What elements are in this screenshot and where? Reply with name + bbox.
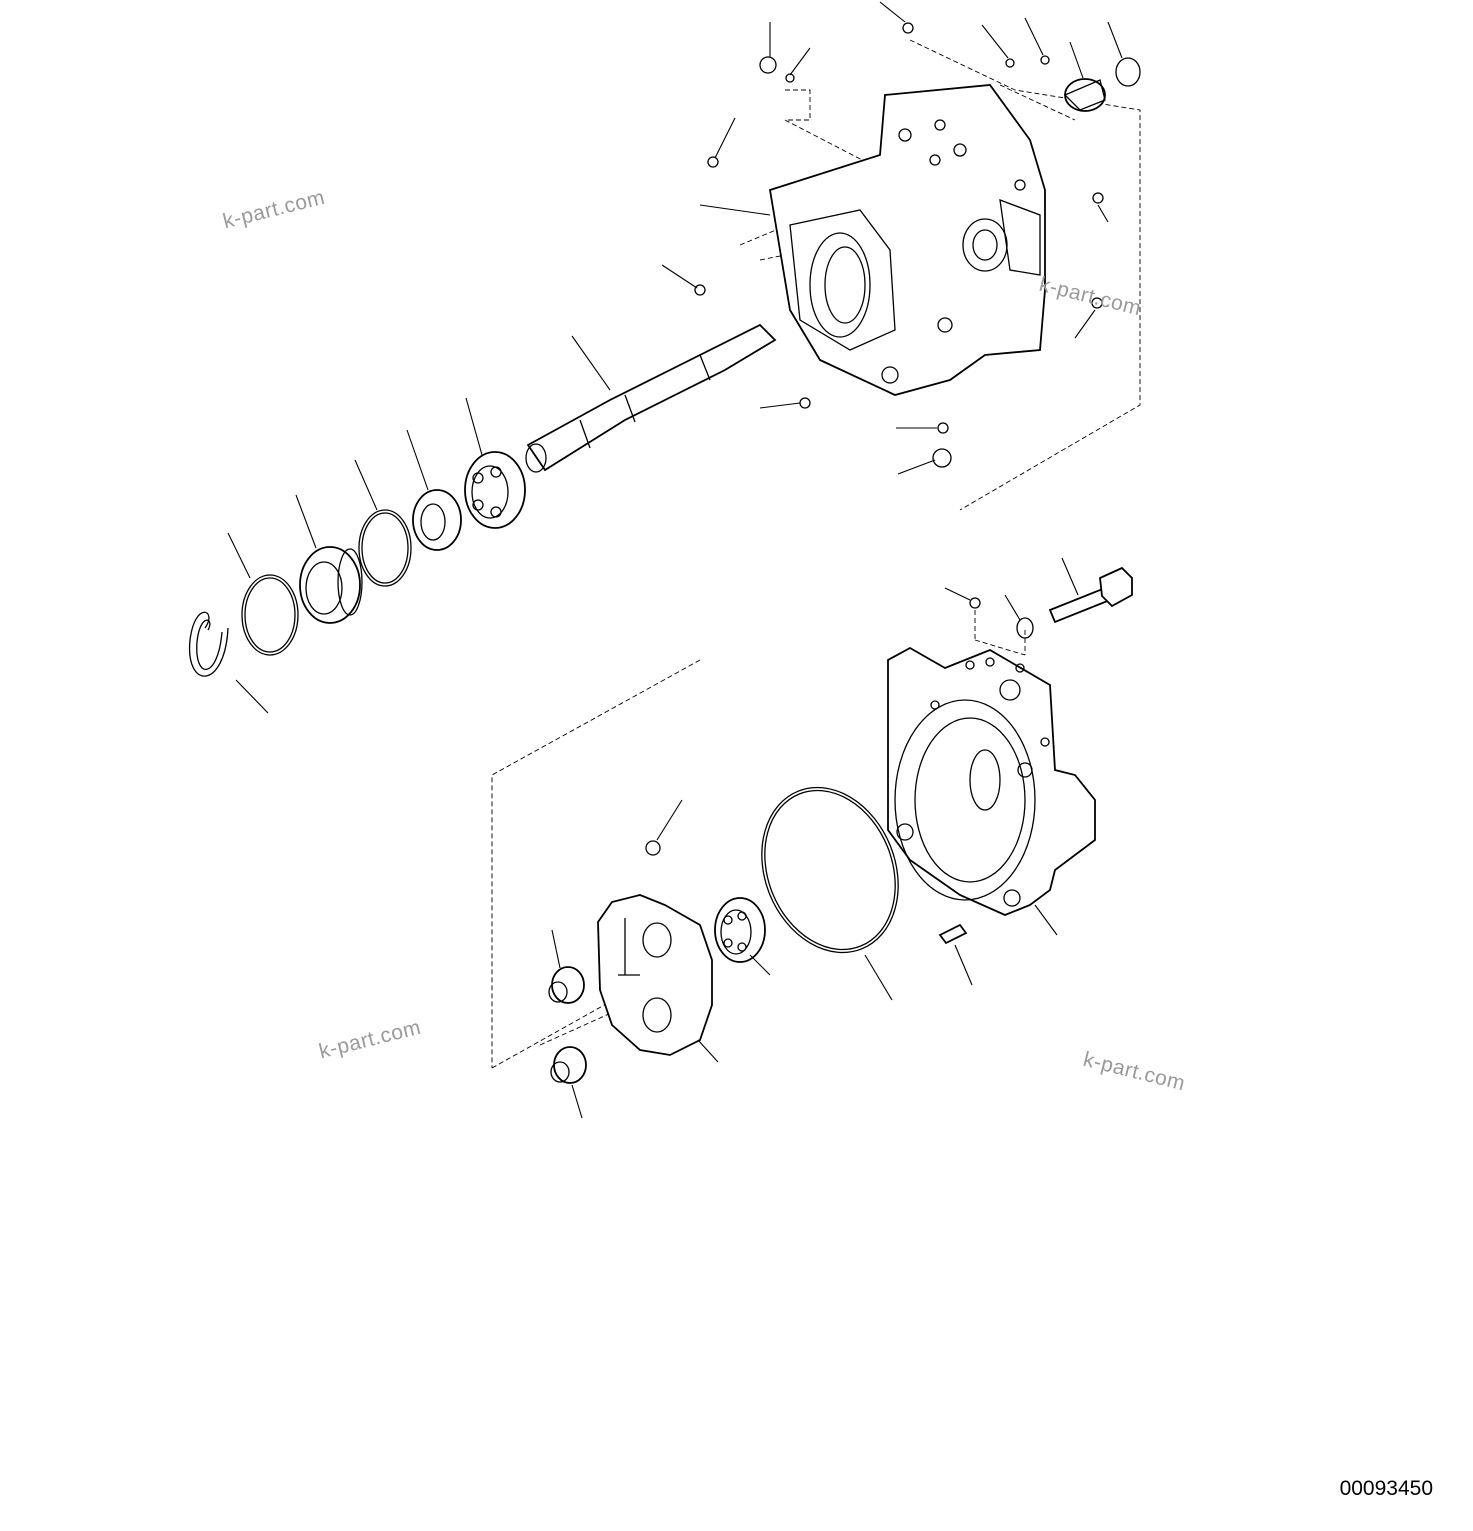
spacer-ring — [412, 489, 462, 551]
sleeve-fitting — [1063, 57, 1141, 112]
plug-lower — [550, 1046, 587, 1084]
o-ring-large — [761, 786, 899, 954]
end-cap-housing — [887, 646, 1096, 916]
drawing-number: 00093450 — [1339, 1477, 1433, 1500]
snap-ring — [188, 611, 229, 677]
bearing-lower — [714, 897, 766, 963]
drive-shaft — [525, 323, 777, 473]
oil-seal — [299, 546, 363, 624]
o-ring-small — [358, 509, 412, 587]
gear-pump-body — [597, 840, 713, 1056]
backup-ring — [241, 574, 299, 656]
pump-housing-upper — [768, 84, 1046, 396]
leader-lines-upper — [227, 1, 1123, 714]
small-fittings-upper — [694, 22, 1104, 468]
bearing-upper — [464, 451, 526, 529]
leader-lines-lower — [551, 557, 1079, 1119]
plug-upper — [548, 966, 585, 1004]
bolt — [969, 566, 1133, 639]
dowel-pin — [938, 923, 968, 945]
